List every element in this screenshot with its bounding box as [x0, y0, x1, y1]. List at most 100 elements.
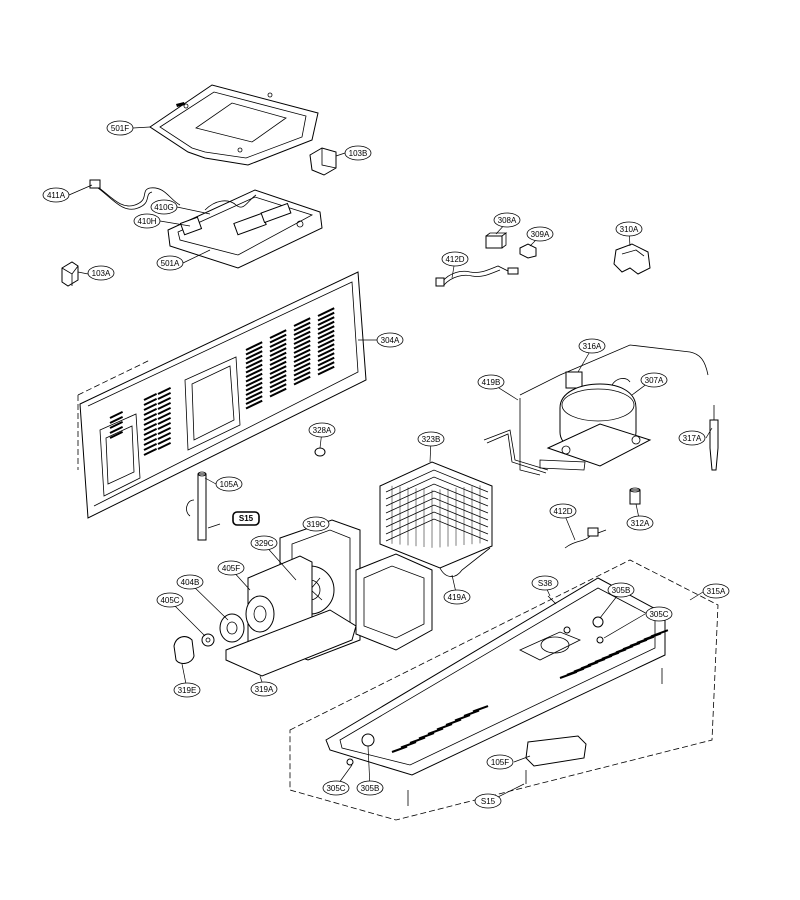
part-411a-wire-harness — [89, 179, 181, 210]
label-315a: 315A — [702, 583, 730, 599]
label-308a-text: 308A — [498, 216, 517, 225]
part-419a-tubing — [439, 547, 491, 577]
coil-fin — [385, 490, 489, 514]
part-323b-condenser — [379, 461, 493, 569]
vent-slot — [269, 338, 287, 348]
label-310a: 310A — [615, 221, 643, 237]
vent-slot — [269, 374, 287, 384]
vent-slot — [317, 343, 335, 353]
vent-slot — [143, 423, 158, 431]
part-412d-mid-wire-lead — [564, 527, 607, 549]
vent-slot — [109, 411, 124, 419]
vent-slot — [317, 352, 335, 362]
part-316a-fitting — [565, 371, 583, 389]
vent-slot — [143, 398, 158, 406]
vent-slot — [245, 377, 263, 387]
part-304a-rear-panel — [77, 271, 367, 519]
vent-slot — [317, 365, 335, 376]
label-305b-top-text: 305B — [612, 586, 631, 595]
vent-slot — [245, 372, 263, 383]
label-319c-text: 319C — [306, 520, 325, 529]
label-307a-text: 307A — [645, 376, 664, 385]
vent-slot — [269, 342, 287, 353]
label-103b: 103B — [344, 145, 372, 161]
vent-slot — [109, 426, 124, 434]
label-316a: 316A — [578, 338, 606, 354]
label-411a: 411A — [42, 187, 70, 203]
vent-slot — [157, 417, 172, 425]
vent-slot — [143, 443, 158, 451]
label-419a-text: 419A — [448, 593, 467, 602]
label-105a-text: 105A — [220, 480, 239, 489]
vent-slot — [293, 348, 311, 359]
vent-slot — [317, 325, 335, 335]
label-419a: 419A — [443, 589, 471, 605]
label-405c: 405C — [156, 592, 184, 608]
part-309a-terminal — [519, 243, 537, 259]
vent-slot — [269, 351, 287, 362]
vent-slot — [157, 437, 172, 445]
label-319c: 319C — [302, 516, 330, 532]
vent-slot — [157, 412, 172, 420]
vent-slot — [317, 307, 335, 317]
label-328a: 328A — [308, 422, 336, 438]
label-501a-text: 501A — [161, 259, 180, 268]
label-405c-text: 405C — [160, 596, 179, 605]
vent-slot — [436, 723, 453, 731]
vent-slot — [293, 371, 311, 381]
vent-slot — [245, 368, 263, 378]
vent-slot — [143, 438, 158, 446]
label-419b: 419B — [477, 374, 505, 390]
vent-slot — [143, 433, 158, 441]
label-305b-top: 305B — [607, 582, 635, 598]
vent-slot — [293, 339, 311, 350]
label-329c: 329C — [250, 535, 278, 551]
vent-slot — [245, 381, 263, 392]
label-319a-text: 319A — [255, 685, 274, 694]
vent-slot — [317, 361, 335, 371]
label-305c-top: 305C — [645, 606, 673, 622]
label-105f: 105F — [486, 754, 514, 770]
vent-slot — [317, 338, 335, 349]
part-412d-top-wire-lead — [435, 265, 519, 287]
vent-slot — [391, 745, 408, 753]
part-s15-bottom-screw — [407, 668, 663, 806]
vent-slot — [317, 347, 335, 358]
vent-slot — [293, 335, 311, 345]
label-404b: 404B — [176, 574, 204, 590]
vent-slot — [445, 718, 462, 726]
label-s15-bottom-text: S15 — [481, 797, 496, 806]
label-329c-text: 329C — [254, 539, 273, 548]
label-317a-text: 317A — [683, 434, 702, 443]
part-315a-base-plate — [289, 559, 719, 821]
vent-slot — [157, 432, 172, 440]
vent-slot — [157, 392, 172, 400]
vent-slot — [293, 353, 311, 363]
label-310a-text: 310A — [620, 225, 639, 234]
base-plate-vent-slots — [391, 629, 669, 753]
vent-slot — [245, 395, 263, 405]
part-s38-screw — [547, 595, 557, 605]
label-419b-text: 419B — [482, 378, 501, 387]
label-309a: 309A — [526, 226, 554, 242]
label-410g: 410G — [150, 199, 178, 215]
vent-slot — [317, 320, 335, 331]
coil-fin — [385, 483, 489, 507]
label-316a-text: 316A — [583, 342, 602, 351]
vent-slot — [269, 347, 287, 357]
vent-slot — [143, 428, 158, 436]
part-501a-control-board — [167, 189, 323, 269]
coil-fin — [385, 504, 489, 528]
rear-panel-vent-slots — [109, 307, 335, 456]
label-412d-mid: 412D — [549, 503, 577, 519]
label-s38: S38 — [531, 575, 559, 591]
part-310a-overload-cover — [613, 243, 651, 275]
label-309a-text: 309A — [531, 230, 550, 239]
vent-slot — [157, 397, 172, 405]
vent-slot — [269, 378, 287, 389]
label-412d-mid-text: 412D — [553, 507, 572, 516]
vent-slot — [463, 709, 480, 717]
vent-slot — [269, 333, 287, 344]
part-305c-screw — [346, 626, 604, 766]
coil-fin — [385, 469, 489, 493]
